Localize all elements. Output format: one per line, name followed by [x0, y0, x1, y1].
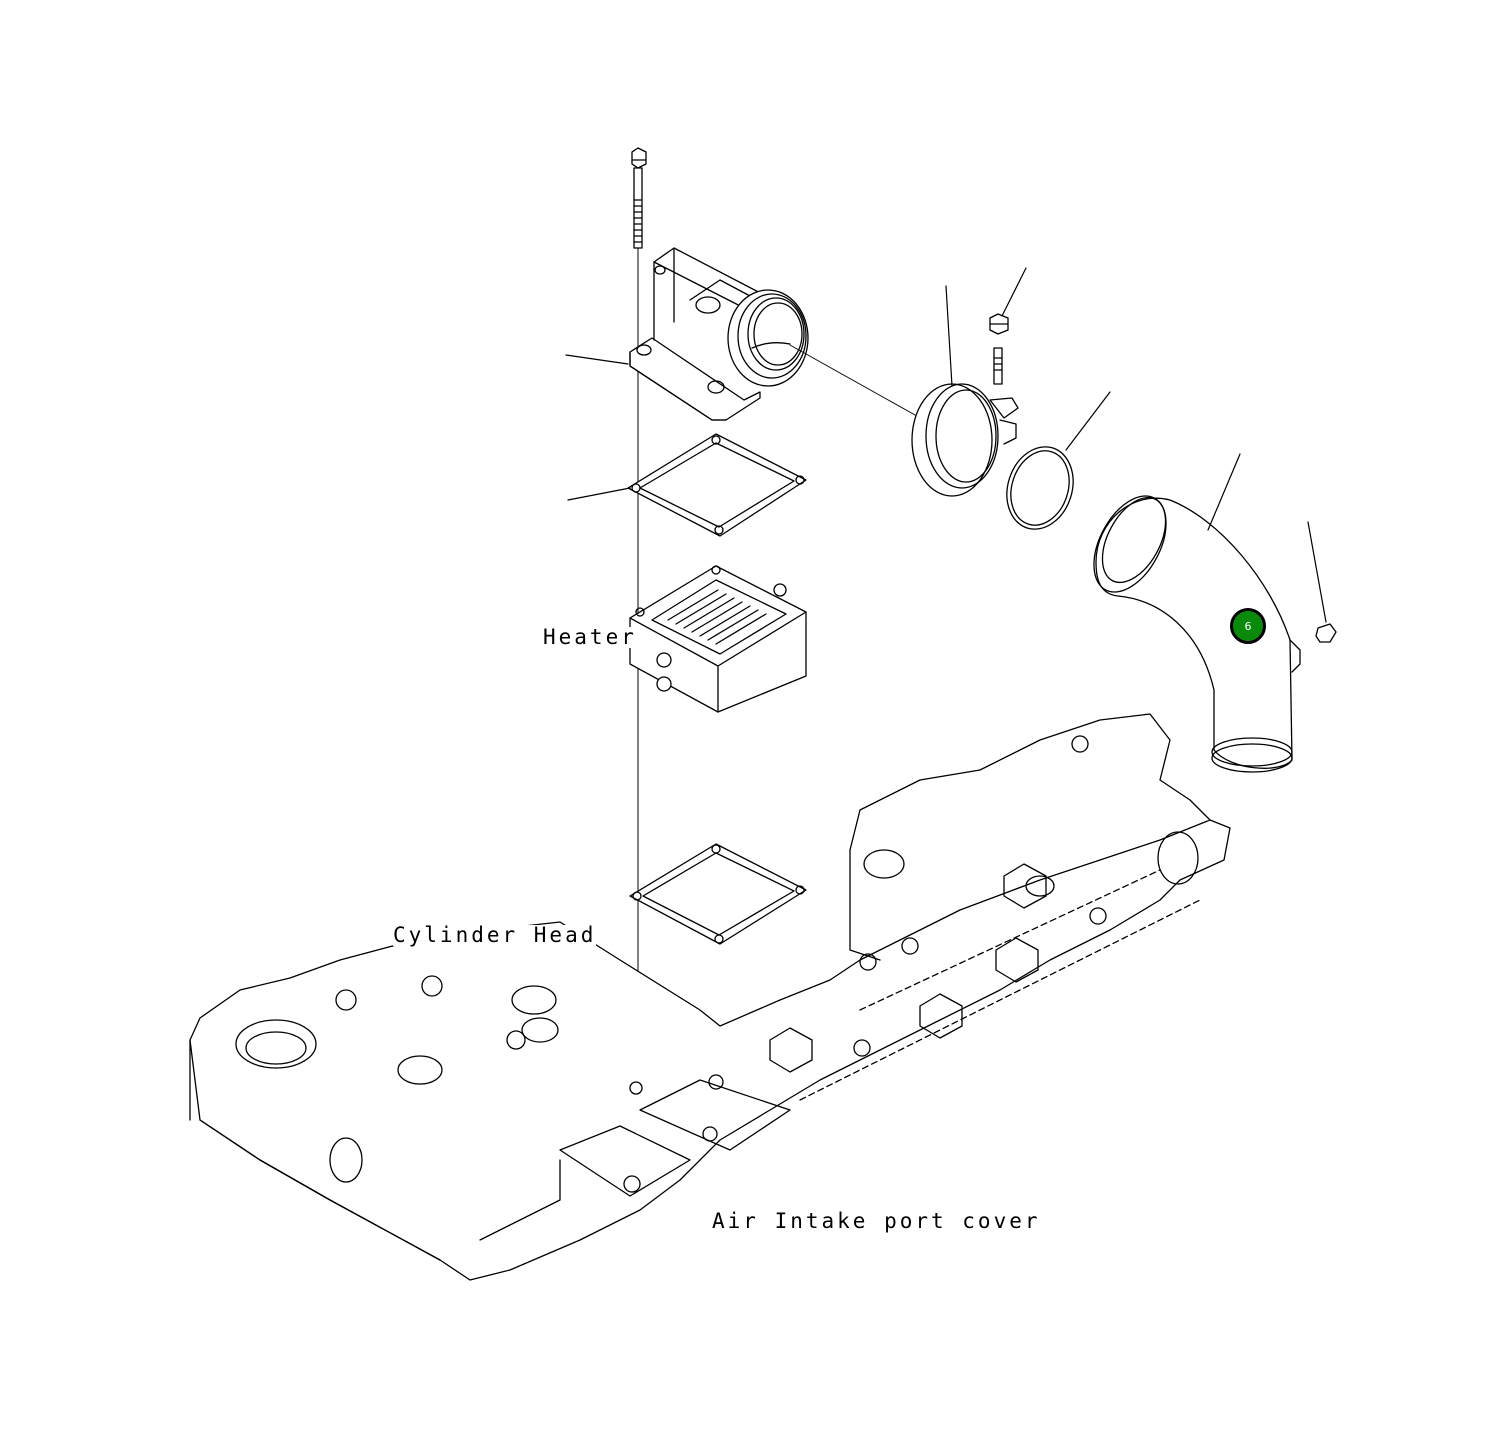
gasket-upper-part: [627, 433, 807, 537]
intake-connector-part: [629, 247, 809, 421]
gasket-lower-part: [629, 843, 807, 945]
leader-clamp: [945, 285, 953, 387]
o-ring-part: [1006, 446, 1074, 530]
label-cylinder-head: Cylinder Head: [393, 923, 597, 947]
bolt-part: [631, 147, 647, 249]
center-line-connector: [789, 344, 916, 416]
leader-elbow-pipe: [1207, 453, 1241, 531]
leader-gasket-upper: [567, 487, 631, 501]
label-air-intake-cover: Air Intake port cover: [712, 1209, 1041, 1233]
plug-part: [1315, 623, 1337, 643]
leader-connector: [565, 354, 629, 365]
leader-o-ring: [1065, 391, 1111, 451]
cylinder-head-part: [189, 713, 1231, 1281]
heater-part: [629, 565, 807, 713]
leader-plug: [1307, 521, 1327, 623]
nut-part: [989, 313, 1009, 335]
elbow-pipe-part: [1093, 495, 1301, 773]
part-callout-6[interactable]: 6: [1230, 608, 1266, 644]
callout-number: 6: [1244, 619, 1252, 633]
clamp-part: [911, 347, 1019, 497]
label-heater: Heater: [543, 625, 637, 649]
leader-nut: [1001, 267, 1027, 317]
